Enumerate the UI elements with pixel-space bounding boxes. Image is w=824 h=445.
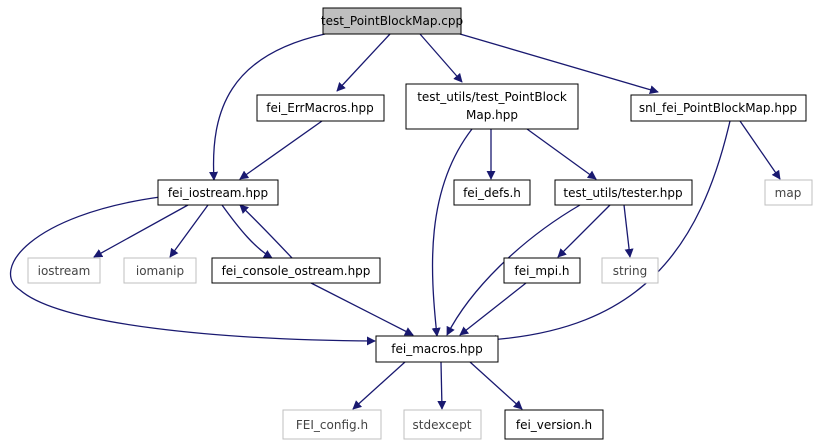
edge-iostreamhpp-to-console [221,204,273,259]
node-mpi[interactable]: fei_mpi.h [503,257,581,284]
node-iostream-label: iostream [38,264,91,278]
node-errmacros[interactable]: fei_ErrMacros.hpp [256,94,385,122]
node-version-box [504,409,604,440]
node-tester-box [554,179,693,206]
node-stdexcept-box [403,409,482,440]
edge-errmacros-to-iostreamhpp [239,120,323,180]
edge-macros-to-version [469,361,523,410]
node-snl[interactable]: snl_fei_PointBlockMap.hpp [630,94,807,122]
node-iostream[interactable]: iostream [27,257,101,284]
node-macros-box [375,335,499,363]
node-root-box [322,7,462,35]
node-macros-label: fei_macros.hpp [391,342,483,356]
node-version[interactable]: fei_version.h [504,409,604,440]
edge-iostreamhpp-to-iostream [93,204,189,258]
edge-iostreamhpp-to-iomanip [169,204,209,258]
edge-tester-to-macros [446,204,581,336]
edge-root-to-snl [459,33,659,95]
nodes: test_PointBlockMap.cpp fei_ErrMacros.hpp… [27,7,813,440]
node-iostream-box [27,257,101,284]
node-errmacros-box [256,94,385,122]
edge-root-to-iostreamhpp [209,33,326,181]
edge-snl-to-map [739,120,781,180]
node-string-label: string [613,264,647,278]
node-iomanip[interactable]: iomanip [123,257,197,284]
edge-root-to-errmacros [336,33,391,92]
node-root[interactable]: test_PointBlockMap.cpp [321,7,463,35]
edge-testpbm-to-macros [431,128,473,337]
node-mpi-box [503,257,581,284]
edges [9,33,781,410]
node-snl-label: snl_fei_PointBlockMap.hpp [639,101,797,115]
node-defs-label: fei_defs.h [463,186,521,200]
edge-root-to-testpbm [419,33,463,83]
node-errmacros-label: fei_ErrMacros.hpp [266,101,373,115]
node-tester[interactable]: test_utils/tester.hpp [554,179,693,206]
edge-testpbm-to-tester [526,128,597,180]
node-map-box [764,179,813,206]
edge-macros-to-config [352,361,406,410]
node-testpbm-label-line2: Map.hpp [466,108,518,122]
node-iomanip-label: iomanip [136,264,184,278]
node-console-box [211,257,381,284]
node-config-box [282,409,382,440]
node-snl-box [630,94,807,122]
edge-snl-to-macros [487,120,731,344]
node-stdexcept[interactable]: stdexcept [403,409,482,440]
edge-console-to-iostreamhpp [239,204,293,259]
node-string-box [601,257,659,284]
node-map-label: map [775,186,802,200]
node-string[interactable]: string [601,257,659,284]
node-iomanip-box [123,257,197,284]
node-iostreamhpp[interactable]: fei_iostream.hpp [157,179,279,206]
node-console[interactable]: fei_console_ostream.hpp [211,257,381,284]
node-macros[interactable]: fei_macros.hpp [375,335,499,363]
node-testpbm[interactable]: test_utils/test_PointBlock Map.hpp [405,83,579,130]
edge-mpi-to-macros [459,282,527,336]
edge-tester-to-mpi [557,204,611,258]
edge-iostreamhpp-to-macros [9,196,376,346]
node-version-label: fei_version.h [516,418,592,432]
node-testpbm-box [405,83,579,130]
node-mpi-label: fei_mpi.h [514,264,569,278]
edge-tester-to-string [623,204,634,258]
node-console-label: fei_console_ostream.hpp [222,264,371,278]
node-config[interactable]: FEI_config.h [282,409,382,440]
node-iostreamhpp-label: fei_iostream.hpp [168,186,268,200]
edge-macros-to-stdexcept [437,361,447,410]
node-root-label: test_PointBlockMap.cpp [321,14,463,28]
node-testpbm-label-line1: test_utils/test_PointBlock [417,90,567,104]
node-tester-label: test_utils/tester.hpp [563,186,682,200]
node-defs[interactable]: fei_defs.h [453,179,531,206]
node-config-label: FEI_config.h [296,418,368,432]
node-iostreamhpp-box [157,179,279,206]
edge-console-to-macros [310,282,414,336]
node-defs-box [453,179,531,206]
node-stdexcept-label: stdexcept [413,418,472,432]
node-map[interactable]: map [764,179,813,206]
